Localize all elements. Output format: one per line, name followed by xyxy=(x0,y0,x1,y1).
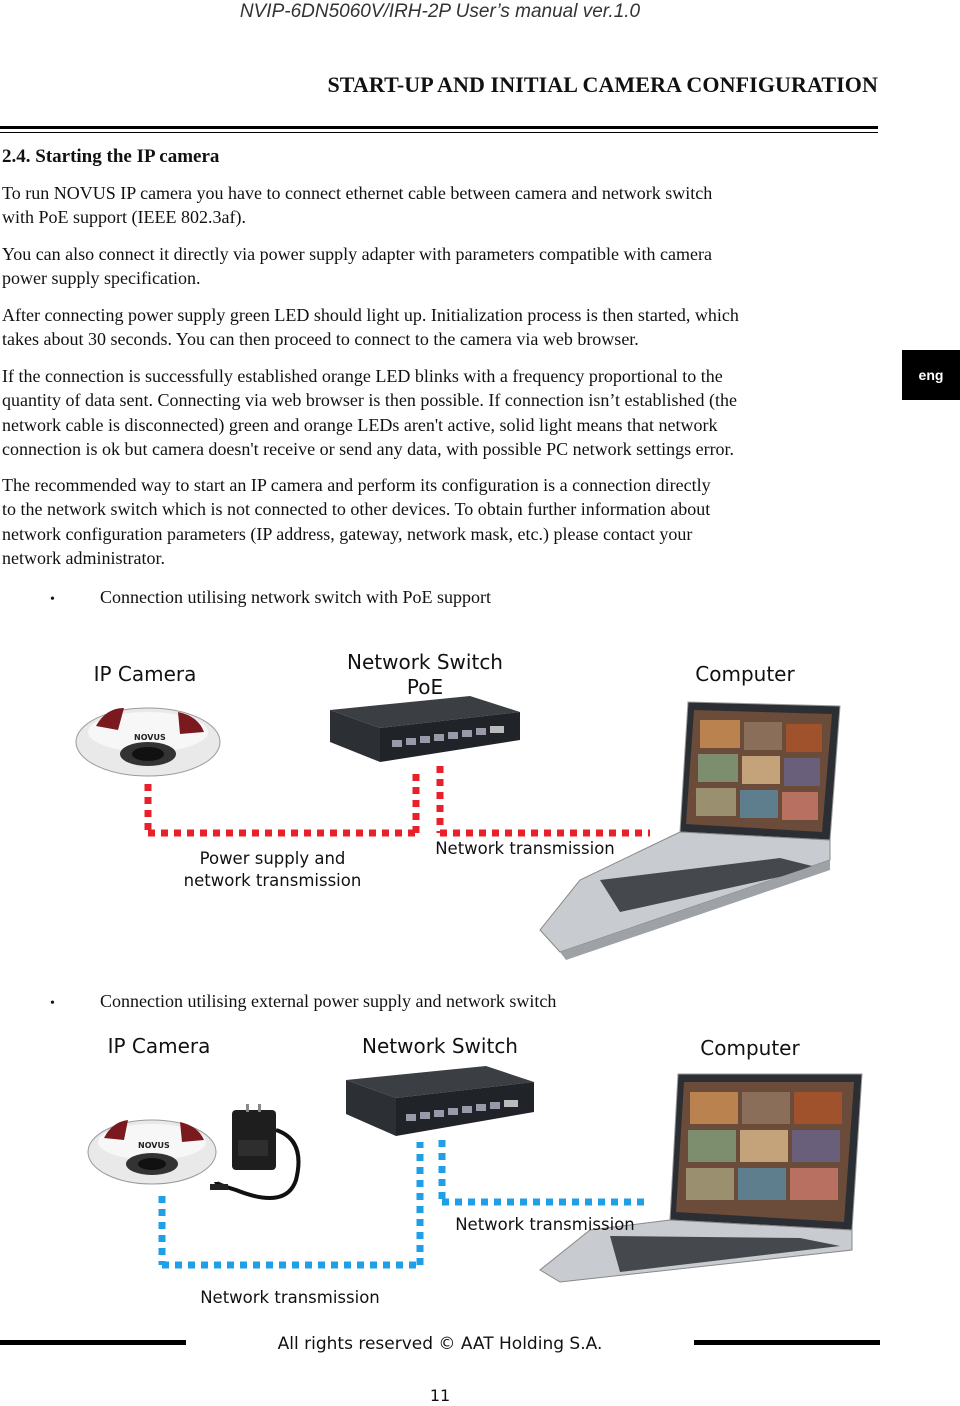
paragraph-line: The recommended way to start an IP camer… xyxy=(2,475,711,495)
paragraph-line: network cable is disconnected) green and… xyxy=(2,414,718,435)
diagram2-link-1 xyxy=(158,1142,424,1269)
diagram1-link-1 xyxy=(144,768,420,837)
paragraph-line: with PoE support (IEEE 802.3af). xyxy=(2,207,246,228)
header-rule xyxy=(0,126,878,129)
paragraph-recommended: The recommended way to start an IP camer… xyxy=(2,473,878,571)
bullet-icon: • xyxy=(50,996,55,1011)
computer-icon xyxy=(539,701,841,960)
paragraph-line: You can also connect it directly via pow… xyxy=(2,244,712,264)
power-adapter-icon xyxy=(210,1104,301,1200)
diagram2-link-2 xyxy=(438,1140,650,1206)
document-title: NVIP-6DN5060V/IRH-2P User’s manual ver.1… xyxy=(239,1,641,22)
paragraph-line: connection is ok but camera doesn't rece… xyxy=(2,439,735,460)
diagram1-computer-label: Computer xyxy=(695,662,795,686)
diagram1-camera-label: IP Camera xyxy=(93,662,197,686)
link-label-line: network transmission xyxy=(183,871,362,890)
switch-label-line: PoE xyxy=(406,675,444,699)
link-label-line: Power supply and xyxy=(199,849,346,868)
paragraph-line: quantity of data sent. Connecting via we… xyxy=(2,390,738,411)
chapter-title: START-UP AND INITIAL CAMERA CONFIGURATIO… xyxy=(327,72,878,97)
page-number: 11 xyxy=(429,1386,451,1405)
network-switch-icon xyxy=(330,696,520,762)
diagram1-artwork: NOVUS xyxy=(75,696,841,960)
computer-icon xyxy=(539,1073,863,1283)
paragraph-poe: To run NOVUS IP camera you have to conne… xyxy=(2,181,878,230)
diagram2-switch-label: Network Switch xyxy=(362,1034,518,1058)
paragraph-line: To run NOVUS IP camera you have to conne… xyxy=(2,183,713,203)
ip-camera-icon: NOVUS xyxy=(75,707,221,777)
bullet-text: Connection utilising external power supp… xyxy=(100,991,557,1011)
paragraph-line: takes about 30 seconds. You can then pro… xyxy=(2,329,639,350)
diagram1-switch-label: Network Switch PoE xyxy=(320,650,530,700)
diagram1-link1-label: Power supply and network transmission xyxy=(165,848,380,892)
diagram2-link1-label: Network transmission xyxy=(200,1288,380,1307)
paragraph-line: After connecting power supply green LED … xyxy=(2,305,739,325)
footer-copyright: All rights reserved © AAT Holding S.A. xyxy=(277,1334,603,1354)
paragraph-power-adapter: You can also connect it directly via pow… xyxy=(2,242,878,291)
switch-label-line: Network Switch xyxy=(347,650,503,674)
network-switch-icon xyxy=(346,1066,534,1136)
diagram1-link-2 xyxy=(436,766,650,837)
paragraph-line: to the network switch which is not conne… xyxy=(2,499,711,520)
paragraph-line: If the connection is successfully establ… xyxy=(2,366,723,386)
svg-text:NOVUS: NOVUS xyxy=(138,1141,170,1150)
ip-camera-icon: NOVUS xyxy=(87,1119,217,1185)
header-rule-thin xyxy=(0,132,878,133)
section-title: 2.4. Starting the IP camera xyxy=(2,146,220,167)
paragraph-connection: If the connection is successfully establ… xyxy=(2,364,878,462)
diagram2-camera-label: IP Camera xyxy=(107,1034,211,1058)
bullet-item: • Connection utilising external power su… xyxy=(50,989,556,1016)
diagram2-link2-label: Network transmission xyxy=(455,1215,635,1234)
bullet-text: Connection utilising network switch with… xyxy=(100,587,491,607)
bullet-icon: • xyxy=(50,592,55,607)
paragraph-line: network administrator. xyxy=(2,548,165,569)
paragraph-line: power supply specification. xyxy=(2,268,201,289)
footer-rule-left xyxy=(0,1340,186,1345)
paragraph-line: network configuration parameters (IP add… xyxy=(2,523,693,544)
paragraph-led: After connecting power supply green LED … xyxy=(2,303,878,352)
diagram2-computer-label: Computer xyxy=(700,1036,800,1060)
diagram2-artwork: NOVUS xyxy=(87,1066,863,1283)
svg-text:NOVUS: NOVUS xyxy=(134,733,166,742)
diagram1-link2-label: Network transmission xyxy=(435,839,615,858)
footer-rule-right xyxy=(694,1340,880,1345)
bullet-item: • Connection utilising network switch wi… xyxy=(50,585,491,612)
language-tab: eng xyxy=(902,350,960,400)
